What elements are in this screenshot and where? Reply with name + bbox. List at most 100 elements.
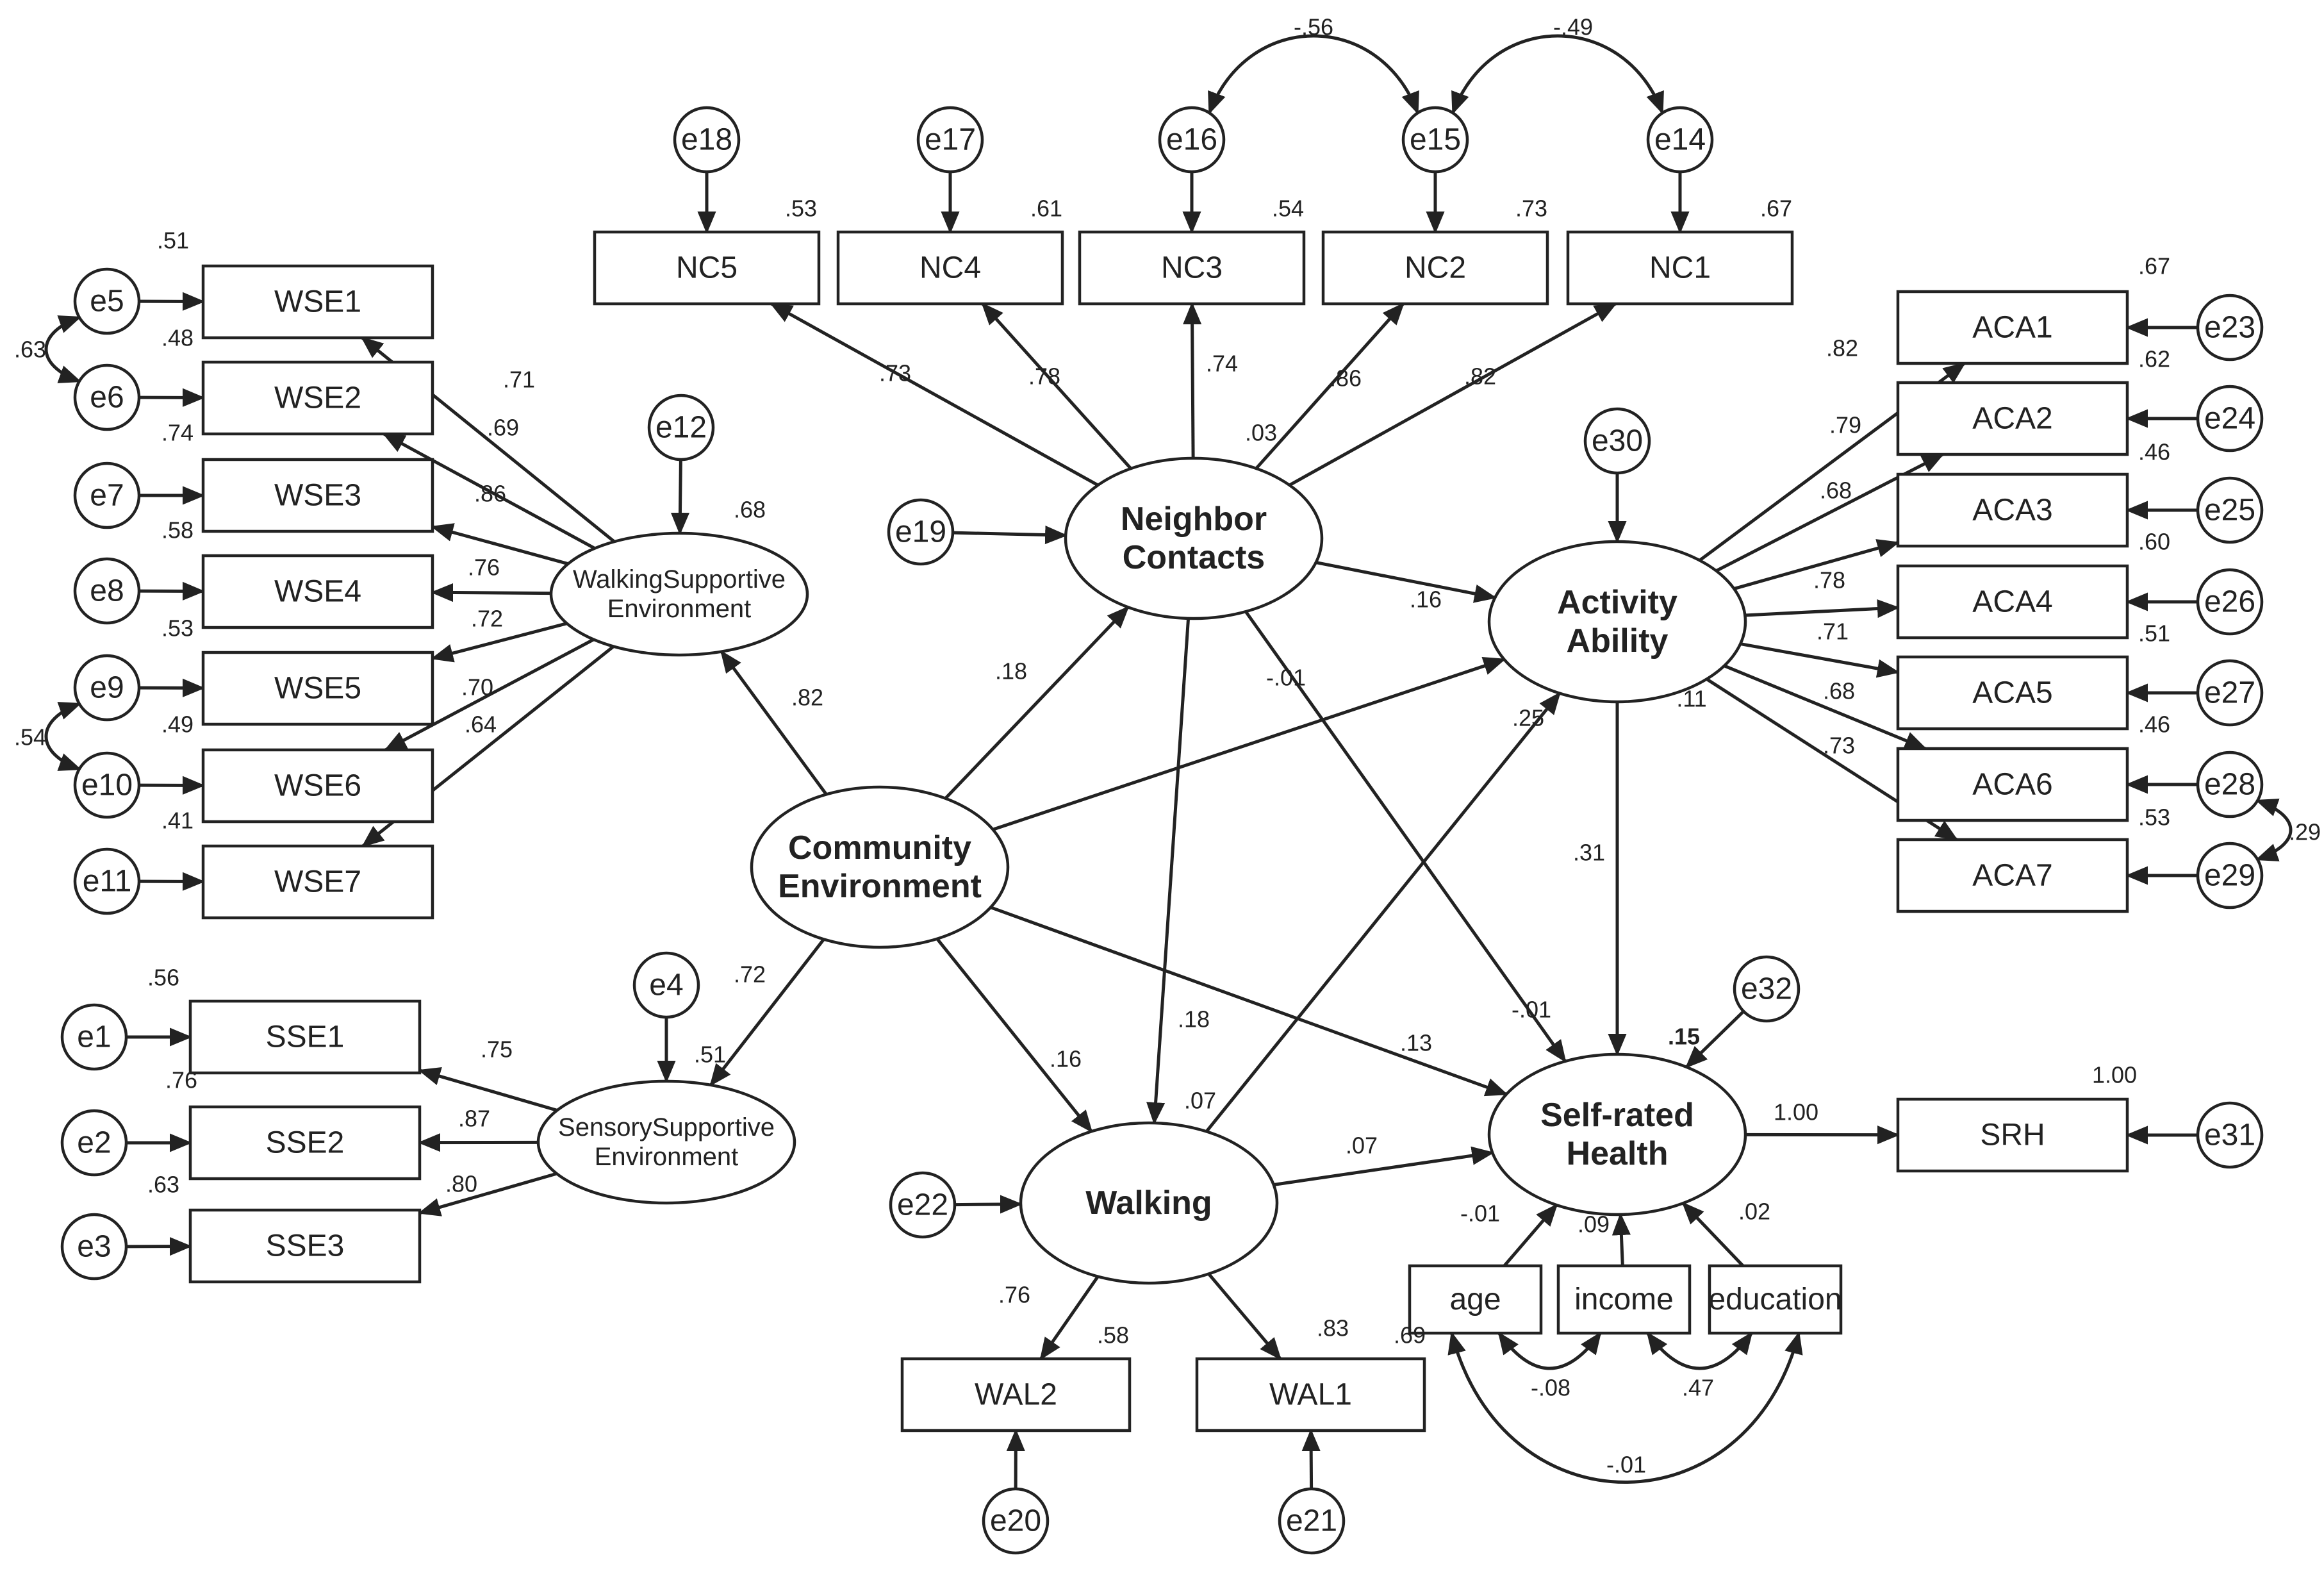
node-label: Contacts [1123, 539, 1265, 576]
coefficient-label: .18 [1178, 1006, 1210, 1033]
covariances-layer [44, 34, 2293, 1484]
node-shape [1566, 230, 1794, 306]
node-label: WSE7 [274, 865, 361, 899]
coefficient-label: .54 [1272, 195, 1304, 222]
path-walking-to-selfratedhealth [1273, 1146, 1495, 1186]
node-shape [1487, 540, 1747, 704]
coefficient-label: .82 [1464, 363, 1496, 390]
path-ssupe-to-sse3 [418, 1172, 557, 1216]
observed-variable-aca2: ACA2 [1896, 381, 2129, 456]
node-shape [201, 360, 434, 436]
node-shape [188, 1105, 422, 1181]
error-term-e21: e21 [1278, 1487, 1346, 1555]
node-label: WSE3 [274, 479, 361, 513]
coefficient-label: .07 [1184, 1088, 1216, 1114]
coefficient-label: .02 [1738, 1199, 1770, 1225]
node-shape [916, 106, 984, 174]
node-label: Health [1567, 1135, 1669, 1172]
node-shape [632, 951, 700, 1019]
observed-variable-srh: SRH [1896, 1097, 2129, 1173]
node-label: ACA3 [1972, 494, 2052, 527]
node-shape [73, 847, 141, 915]
error-term-e18: e18 [673, 106, 741, 174]
covariance-e16-e15 [1208, 34, 1419, 115]
node-label: e32 [1741, 972, 1792, 1006]
error-term-e6: e6 [73, 363, 141, 431]
node-shape [73, 557, 141, 625]
node-shape [201, 651, 434, 726]
coefficient-label: .13 [1400, 1030, 1432, 1056]
error-term-e16: e16 [1158, 106, 1226, 174]
error-term-e10: e10 [73, 751, 141, 819]
coefficient-label: .63 [14, 336, 46, 363]
path-communityenvironment-to-walking [935, 938, 1093, 1133]
node-shape [1019, 1121, 1279, 1285]
coefficient-label: .68 [1820, 477, 1852, 504]
error-term-e28: e28 [2196, 751, 2264, 818]
node-label: e29 [2204, 859, 2255, 893]
node-label: e17 [925, 123, 976, 157]
node-shape [1896, 381, 2129, 456]
node-shape [188, 1208, 422, 1284]
node-label: NC3 [1161, 251, 1223, 285]
coefficient-label: .87 [458, 1106, 490, 1132]
node-shape [2196, 294, 2264, 361]
node-shape [1896, 472, 2129, 548]
error-term-e32: e32 [1733, 955, 1801, 1023]
coefficient-label: .71 [503, 367, 535, 393]
path-e32-to-selfratedhealth [1685, 1010, 1745, 1068]
node-label: e20 [990, 1504, 1041, 1538]
error-term-e11: e11 [73, 847, 141, 915]
coefficient-label: .16 [1410, 586, 1442, 613]
coefficient-label: .62 [2138, 346, 2170, 372]
coefficient-label: .86 [474, 481, 506, 507]
observed-variable-aca4: ACA4 [1896, 564, 2129, 640]
node-label: e25 [2204, 494, 2255, 527]
node-shape [1708, 1264, 1843, 1335]
coefficient-label: .15 [1668, 1024, 1700, 1050]
node-label: e8 [90, 574, 124, 608]
coefficient-label: -.01 [1512, 997, 1551, 1023]
coefficient-label: .73 [1515, 195, 1547, 222]
node-label: ACA4 [1972, 585, 2052, 619]
coefficient-label: .68 [1823, 678, 1855, 704]
node-label: Neighbor [1121, 501, 1267, 538]
observed-variable-wse4: WSE4 [201, 554, 434, 629]
covariance-e15-e14 [1451, 34, 1664, 115]
node-shape [201, 748, 434, 824]
node-shape [1896, 747, 2129, 822]
error-term-e4: e4 [632, 951, 700, 1019]
path-communityenvironment-to-ssupe [709, 938, 825, 1087]
coefficient-label: -.49 [1553, 14, 1593, 40]
node-shape [60, 1109, 128, 1177]
node-label: NC1 [1649, 251, 1711, 285]
node-label: WSE6 [274, 769, 361, 803]
path-education-to-selfratedhealth [1681, 1202, 1745, 1267]
coefficient-label: .16 [1050, 1046, 1082, 1072]
node-label: e2 [77, 1126, 111, 1160]
node-shape [1158, 106, 1226, 174]
error-term-e2: e2 [60, 1109, 128, 1177]
coefficient-label: .25 [1512, 705, 1544, 731]
coefficient-label: .53 [161, 615, 194, 642]
coefficient-label: -.01 [1266, 665, 1306, 691]
node-shape [1321, 230, 1549, 306]
node-shape [1896, 290, 2129, 365]
node-label: WAL1 [1269, 1378, 1352, 1412]
node-shape [73, 654, 141, 722]
error-term-e14: e14 [1646, 106, 1714, 174]
coefficient-label: .78 [1813, 567, 1845, 594]
node-label: WalkingSupportive [573, 565, 786, 594]
node-label: SSE1 [266, 1020, 345, 1054]
observed-variable-sse1: SSE1 [188, 999, 422, 1075]
coefficient-label: .82 [1826, 335, 1858, 361]
observed-variable-education: education [1708, 1264, 1843, 1335]
coefficient-label: .61 [1030, 195, 1062, 222]
path-walking-to-wal1 [1207, 1272, 1282, 1361]
node-label: WSE2 [274, 381, 361, 415]
path-walking-to-activityability [1205, 692, 1561, 1133]
